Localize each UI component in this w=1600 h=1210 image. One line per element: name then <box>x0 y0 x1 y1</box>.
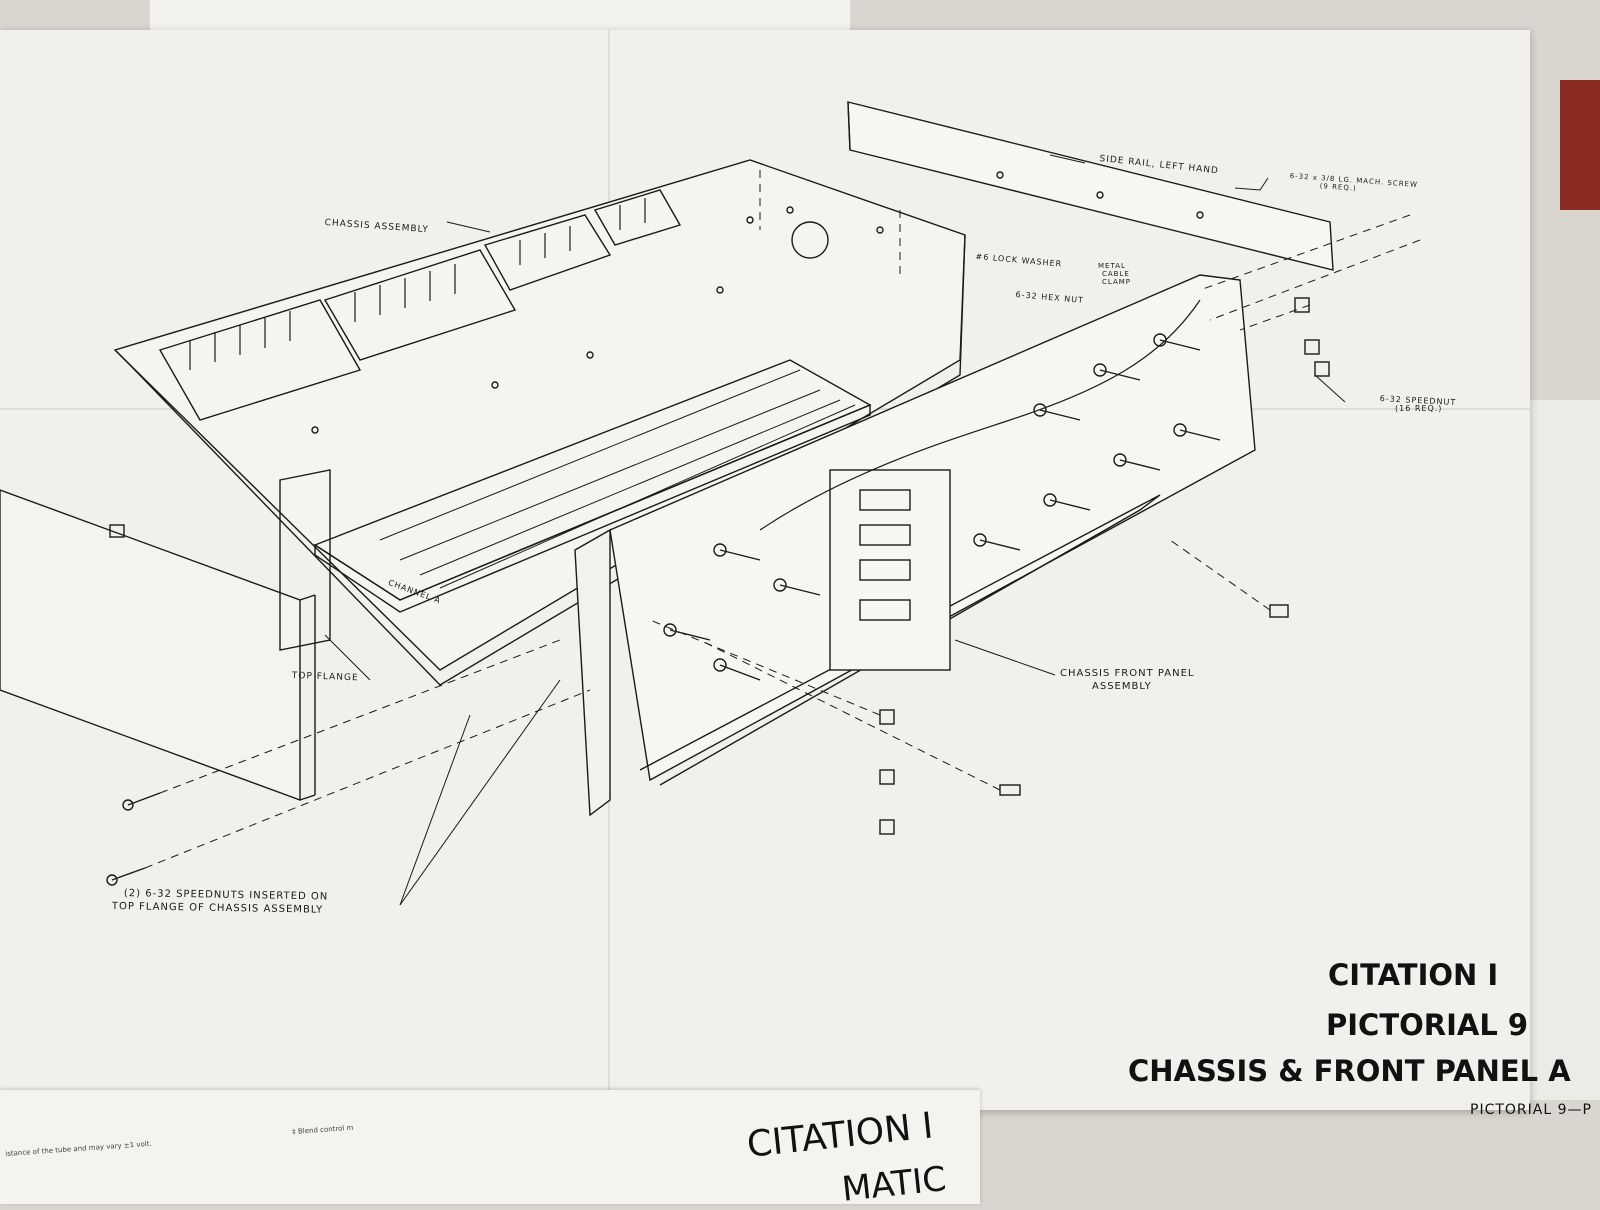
terminal-strips <box>158 189 682 421</box>
title-footer: PICTORIAL 9—P <box>1470 1102 1592 1118</box>
loose-screws <box>106 792 161 886</box>
left-side-panel <box>0 489 316 802</box>
bottom-schematic-sheet <box>0 1090 980 1204</box>
label-front-panel-2: ASSEMBLY <box>1092 681 1152 692</box>
label-metal-1: METAL <box>1098 262 1126 270</box>
label-metal-2: CABLE <box>1102 270 1130 278</box>
title-chassis-front-panel: CHASSIS & FRONT PANEL A <box>1128 1054 1571 1088</box>
label-leader-lines <box>324 154 1346 906</box>
label-front-panel-1: CHASSIS FRONT PANEL <box>1060 668 1195 679</box>
circuit-board <box>313 359 872 613</box>
label-speednut-qty: (16 REQ.) <box>1395 404 1443 413</box>
cable-harness <box>759 299 1201 531</box>
title-pictorial: PICTORIAL 9 <box>1326 1008 1529 1042</box>
title-citation: CITATION I <box>1328 958 1499 992</box>
control-shafts <box>663 333 1221 681</box>
side-rail-part <box>847 101 1334 271</box>
red-book-edge <box>1560 80 1600 210</box>
component-posts <box>189 198 646 370</box>
label-metal-3: CLAMP <box>1102 278 1131 286</box>
front-panel <box>574 274 1256 817</box>
assembly-guide-lines <box>144 170 1421 869</box>
